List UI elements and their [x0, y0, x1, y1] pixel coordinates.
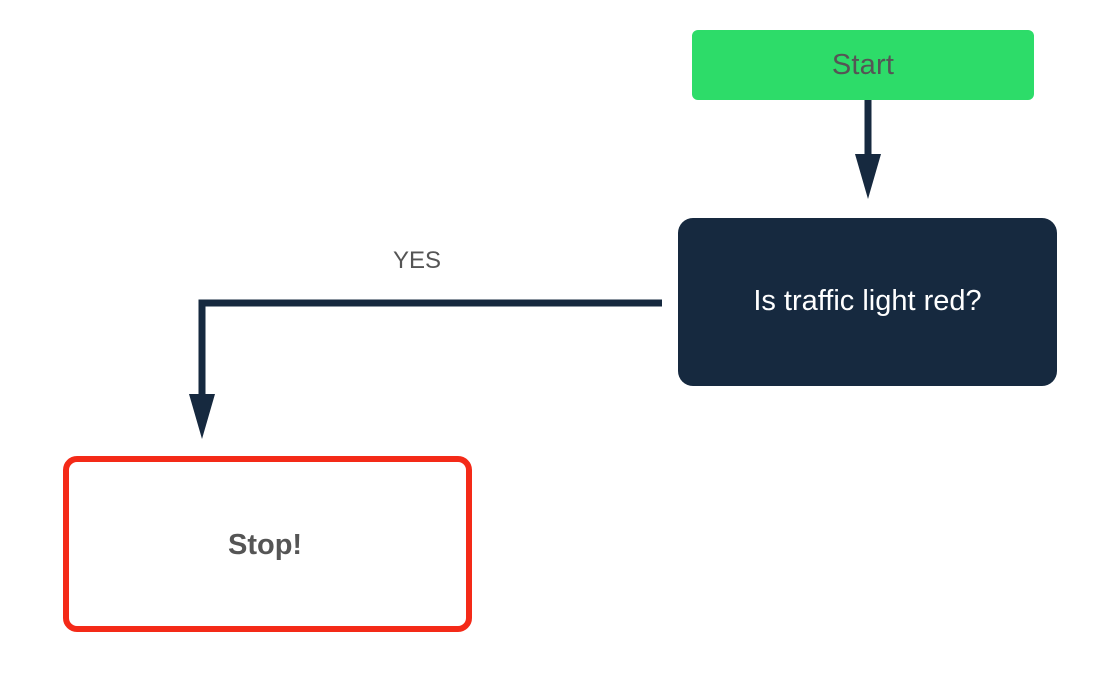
edge-start-to-decision: [855, 100, 881, 199]
edge-decision-to-stop: [189, 299, 662, 439]
node-stop-label: Stop!: [228, 528, 303, 561]
node-decision-label: Is traffic light red?: [753, 284, 982, 317]
edge-start-to-decision-arrowhead: [855, 154, 881, 199]
node-decision[interactable]: Is traffic light red?: [678, 218, 1057, 386]
node-start[interactable]: Start: [692, 30, 1034, 100]
node-stop[interactable]: Stop!: [63, 456, 472, 632]
edge-label-yes: YES: [393, 247, 442, 274]
edge-decision-to-stop-arrowhead: [189, 394, 215, 439]
node-start-label: Start: [831, 48, 895, 81]
edge-decision-to-stop-line: [198, 299, 662, 396]
